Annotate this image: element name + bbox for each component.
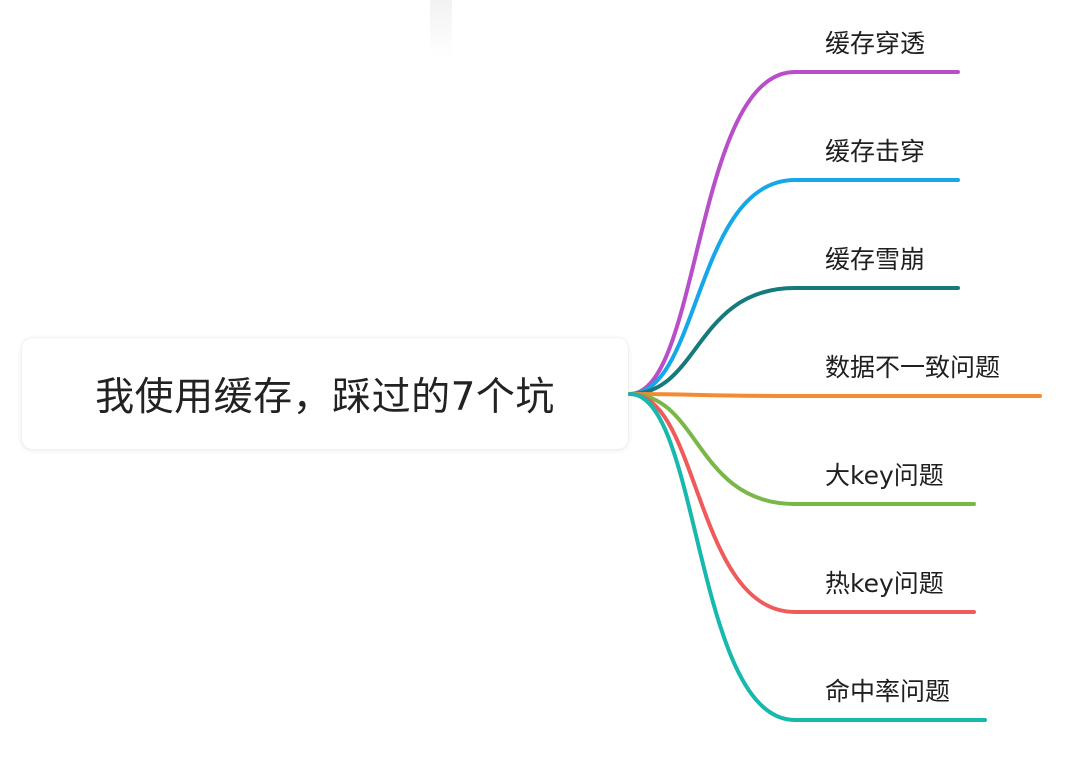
branch-topic-5[interactable]: 大key问题 (825, 461, 944, 490)
connector-line-6 (628, 392, 976, 614)
connector-line-2 (628, 178, 960, 396)
branch-topic-7[interactable]: 命中率问题 (825, 677, 951, 706)
branch-topic-2[interactable]: 缓存击穿 (825, 137, 926, 166)
connector-line-4 (628, 392, 1042, 398)
scroll-shadow (430, 0, 452, 58)
branch-topic-6[interactable]: 热key问题 (825, 569, 944, 598)
branch-topic-1[interactable]: 缓存穿透 (825, 29, 926, 58)
connector-line-1 (628, 70, 960, 396)
branch-topic-4[interactable]: 数据不一致问题 (825, 353, 1001, 382)
root-topic-label: 我使用缓存，踩过的7个坑 (95, 374, 555, 420)
connector-line-7 (628, 392, 987, 722)
branch-topic-3[interactable]: 缓存雪崩 (825, 245, 926, 274)
root-topic[interactable]: 我使用缓存，踩过的7个坑 (22, 338, 628, 449)
connector-line-5 (628, 392, 976, 506)
connector-line-3 (628, 286, 960, 396)
